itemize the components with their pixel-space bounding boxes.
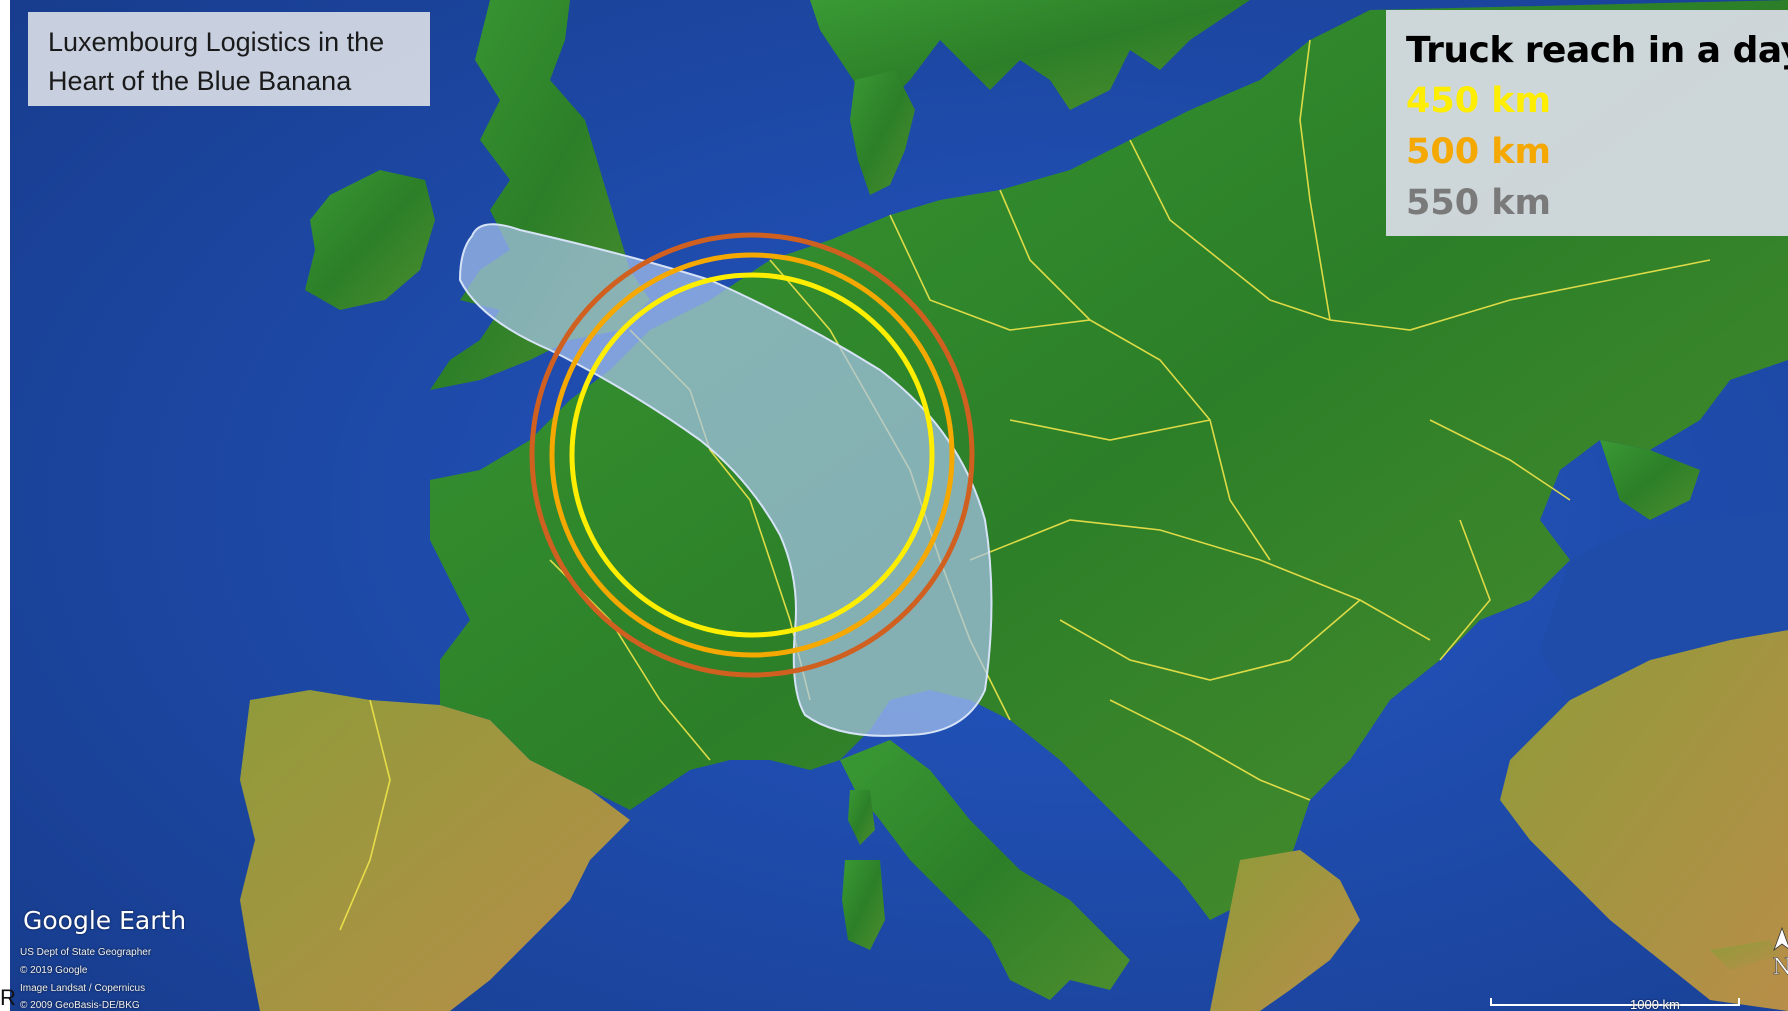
land-iberia — [240, 690, 630, 1011]
land-ireland — [305, 170, 435, 310]
land-corsica — [848, 790, 875, 845]
legend-item-450: 450 km — [1406, 81, 1551, 121]
land-denmark — [850, 70, 915, 195]
land-crimea — [1600, 440, 1700, 520]
legend-item-500: 500 km — [1406, 132, 1551, 172]
country-borders — [339, 39, 1711, 931]
black-sea — [1540, 510, 1788, 700]
legend-title: Truck reach in a day — [1406, 30, 1788, 71]
reach-circle-500km — [549, 252, 955, 658]
satellite-map[interactable]: Luxembourg Logistics in the Heart of the… — [10, 0, 1788, 1011]
blue-banana-region — [458, 223, 993, 737]
map-title-line-1: Luxembourg Logistics in the — [48, 27, 385, 57]
credit-line-3: Image Landsat / Copernicus — [20, 983, 146, 994]
corner-letter: R — [0, 985, 16, 1010]
legend: Truck reach in a day 450 km 500 km 550 k… — [1386, 10, 1788, 236]
google-earth-logo: Google Earth — [23, 906, 187, 935]
scale-label: 1000 km — [1630, 997, 1680, 1011]
scale-bar — [1490, 998, 1740, 1006]
land-turkey — [1500, 630, 1788, 1011]
compass-label: N — [1772, 955, 1788, 980]
reach-circle-450km — [569, 272, 935, 638]
credit-line-4: © 2009 GeoBasis-DE/BKG — [20, 1000, 140, 1011]
land-greece — [1210, 850, 1360, 1011]
credit-line-1: US Dept of State Geographer — [20, 947, 152, 958]
credit-line-2: © 2019 Google — [20, 965, 88, 976]
reach-circle-550km — [529, 232, 975, 678]
map-title-box: Luxembourg Logistics in the Heart of the… — [28, 12, 430, 106]
reach-circles — [529, 232, 975, 678]
land-italy — [840, 740, 1130, 1000]
land-cyprus — [1710, 940, 1780, 970]
legend-item-550: 550 km — [1406, 183, 1551, 223]
compass-north-icon[interactable]: N — [1766, 926, 1788, 982]
map-title-line-2: Heart of the Blue Banana — [48, 66, 352, 96]
land-sardinia — [842, 860, 885, 950]
land-scandinavia — [810, 0, 1250, 110]
